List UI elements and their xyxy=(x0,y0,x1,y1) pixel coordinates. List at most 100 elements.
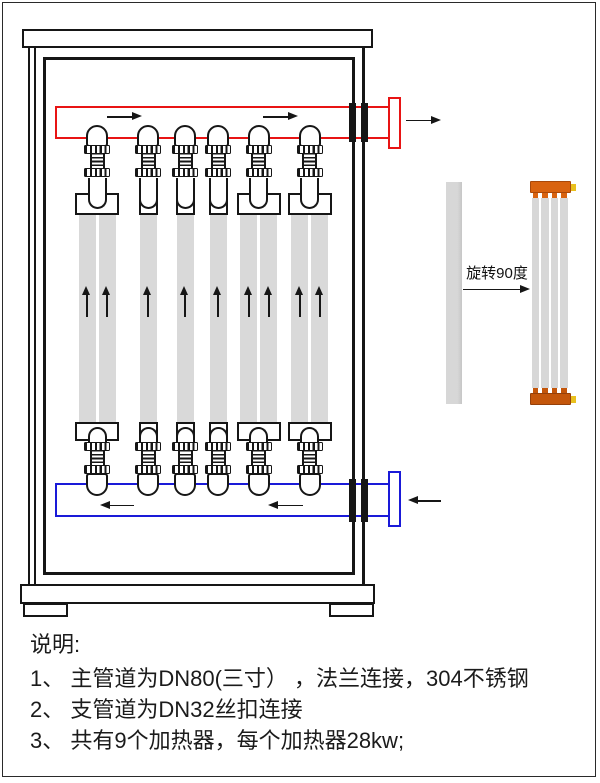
flow-arrow-up-shaft xyxy=(86,294,88,317)
union-nut xyxy=(296,168,323,177)
cabinet-foot-right xyxy=(329,603,374,617)
spring-coupling xyxy=(140,153,156,170)
manifold-nipple xyxy=(542,192,548,198)
manifold-nipple xyxy=(532,192,538,198)
manifold-nipple xyxy=(542,388,548,393)
flow-arrow-up-head-icon xyxy=(243,286,252,295)
spring-coupling xyxy=(251,450,266,467)
flow-arrow-up-shaft xyxy=(184,294,186,317)
rotated-heater-tube xyxy=(541,197,549,388)
heater-neck xyxy=(175,178,195,209)
heater-tube xyxy=(240,212,257,424)
note-line-1: 1、 主管道为DN80(三寸） ，法兰连接，304不锈钢 xyxy=(30,666,529,691)
flow-arrow-up-head-icon xyxy=(180,286,189,295)
flow-arrow-up-head-icon xyxy=(294,286,303,295)
union-nut xyxy=(205,168,231,177)
heater-neck xyxy=(87,427,107,442)
heater-neck xyxy=(138,178,158,209)
heater-dome xyxy=(174,125,196,147)
pipe-seal xyxy=(348,479,356,522)
terminal-lug xyxy=(571,395,576,403)
heater-neck xyxy=(87,178,107,209)
heater-dome xyxy=(207,473,229,496)
cold-inlet-arrow-shaft xyxy=(417,500,441,502)
rotated-heater-view xyxy=(527,178,581,408)
cold-flow-arrow-shaft xyxy=(277,504,303,507)
hot-flow-arrow-shaft xyxy=(263,116,289,118)
spring-coupling xyxy=(140,450,156,467)
union-nut xyxy=(135,168,161,177)
cabinet-foot-left xyxy=(23,603,68,617)
heater-tube xyxy=(139,212,157,424)
notes-section: 说明: 1、 主管道为DN80(三寸） ，法兰连接，304不锈钢 2、 支管道为… xyxy=(30,631,575,756)
spring-coupling xyxy=(251,153,266,170)
hot-outlet-flange xyxy=(388,97,401,149)
cold-inlet-flange xyxy=(388,471,401,527)
hot-flow-arrow-head-icon xyxy=(288,112,298,121)
spring-coupling xyxy=(302,153,317,170)
manifold-bottom xyxy=(530,393,571,405)
heater-dome xyxy=(86,473,108,496)
flow-arrow-up-shaft xyxy=(106,294,108,317)
rotated-heater-tube xyxy=(560,197,568,388)
cabinet-left-wall xyxy=(28,48,36,584)
hot-flow-arrow-head-icon xyxy=(132,112,142,121)
heater-tube xyxy=(78,212,96,424)
union-nut xyxy=(84,168,110,177)
heater-dome xyxy=(137,125,159,147)
heater-dome xyxy=(174,473,196,496)
cabinet-base xyxy=(20,584,375,604)
spring-coupling xyxy=(177,153,193,170)
heater-tube xyxy=(311,212,328,424)
union-nut xyxy=(245,168,272,177)
rotation-label: 旋转90度 xyxy=(466,265,528,282)
manifold-nipple xyxy=(551,192,557,198)
spring-coupling xyxy=(210,153,226,170)
heater-dome xyxy=(298,125,321,147)
cabinet-top-cap xyxy=(22,29,373,48)
cold-flow-arrow-shaft xyxy=(109,504,134,507)
heater-tube xyxy=(176,212,194,424)
flow-arrow-up-head-icon xyxy=(263,286,272,295)
page-border xyxy=(2,2,596,777)
pipe-seal xyxy=(360,103,368,142)
union-nut xyxy=(172,168,198,177)
heater-dome xyxy=(298,473,321,496)
heater-tube xyxy=(260,212,277,424)
flow-arrow-up-head-icon xyxy=(102,286,111,295)
manifold-top xyxy=(530,181,571,193)
flow-arrow-up-head-icon xyxy=(143,286,152,295)
flow-arrow-up-shaft xyxy=(217,294,219,317)
flow-arrow-up-shaft xyxy=(267,294,270,317)
hot-outlet-arrow-shaft xyxy=(406,119,432,122)
heater-neck xyxy=(138,427,158,442)
heater-neck xyxy=(175,427,195,442)
rotation-arrow-shaft xyxy=(463,288,521,291)
heater-neck xyxy=(208,178,228,209)
heater-neck xyxy=(249,427,268,442)
flow-arrow-up-shaft xyxy=(247,294,250,317)
cabinet-right-wall xyxy=(362,48,365,584)
heater-neck xyxy=(249,178,268,209)
rotated-heater-tube xyxy=(550,197,558,388)
hot-flow-arrow-shaft xyxy=(107,116,133,118)
spring-coupling xyxy=(302,450,317,467)
flow-arrow-up-head-icon xyxy=(213,286,222,295)
manifold-nipple xyxy=(532,388,538,393)
terminal-lug xyxy=(571,183,576,191)
flow-arrow-up-head-icon xyxy=(82,286,91,295)
manifold-nipple xyxy=(561,192,567,198)
spring-coupling xyxy=(89,153,105,170)
notes-title: 说明: xyxy=(30,632,81,657)
heater-neck xyxy=(208,427,228,442)
heater-neck xyxy=(300,178,319,209)
spring-coupling xyxy=(89,450,105,467)
pipe-seal xyxy=(360,479,368,522)
spring-coupling xyxy=(210,450,226,467)
heater-side-view-bar xyxy=(446,182,462,404)
note-line-2: 2、 支管道为DN32丝扣连接 xyxy=(30,697,303,722)
hot-outlet-arrow-head-icon xyxy=(431,115,441,124)
flow-arrow-up-head-icon xyxy=(314,286,323,295)
heater-dome xyxy=(247,125,270,147)
